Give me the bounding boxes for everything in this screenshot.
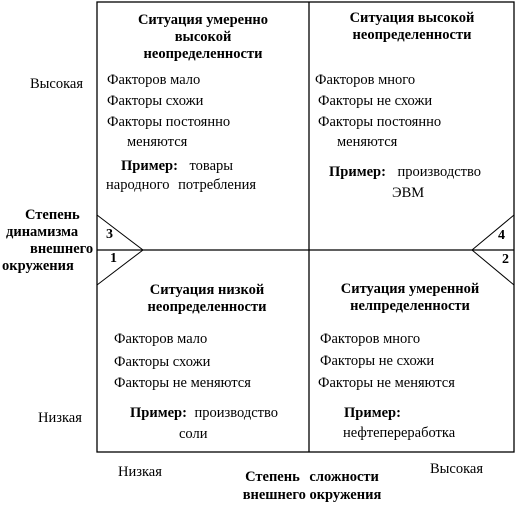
factor-line: Факторы схожи	[107, 93, 204, 109]
quadrant-number-2: 2	[502, 252, 509, 267]
factor-line: Факторы не схожи	[320, 353, 435, 369]
example-text: производство	[194, 405, 279, 421]
example-label: Пример:	[329, 164, 386, 180]
example-label: Пример:	[344, 405, 401, 421]
x-axis-title-line-2: внешнего окружения	[242, 487, 382, 503]
example-label: Пример:	[130, 405, 187, 421]
factor-line: Факторов много	[320, 331, 421, 347]
quadrant-bottom-right: Ситуация умеренной нелпределенности	[312, 281, 508, 315]
x-axis-low-label: Низкая	[118, 464, 162, 480]
factor-line: Факторов много	[315, 72, 416, 88]
example-line: Пример: производство	[130, 404, 278, 423]
example-line: Пример: товары	[121, 157, 233, 176]
quadrant-title-line: нелпределенности	[350, 298, 470, 314]
quadrant-top-right: Ситуация высокой неопределенности	[310, 10, 514, 44]
example-text: товары	[189, 158, 234, 174]
factor-line: Факторов мало	[114, 331, 208, 347]
factor-line: Факторов мало	[107, 72, 201, 88]
quadrant-number-1: 1	[110, 251, 117, 266]
y-axis-low-label: Низкая	[38, 410, 82, 426]
quadrant-title: Ситуация умеренно высокой неопределеннос…	[98, 12, 308, 63]
example-label: Пример:	[121, 158, 178, 174]
example-text: нефтепереработка	[343, 425, 456, 441]
quadrant-title: Ситуация умеренной нелпределенности	[312, 281, 508, 315]
quadrant-title-line: неопределенности	[352, 27, 472, 43]
quadrant-bottom-left: Ситуация низкой неопределенности	[112, 282, 302, 316]
factor-line: Факторы постоянно	[318, 114, 442, 130]
y-axis-title-line-4: окружения	[2, 258, 74, 274]
factor-line: Факторы не схожи	[318, 93, 433, 109]
example-line: Пример: производство	[329, 163, 481, 182]
example-line: Пример:	[344, 404, 401, 423]
example-text: производство	[397, 164, 482, 180]
x-axis-high-label: Высокая	[430, 461, 484, 477]
factor-line: Факторы не меняются	[114, 375, 251, 391]
quadrant-title-line: высокой	[174, 29, 232, 45]
factor-line: Факторы не меняются	[318, 375, 455, 391]
quadrant-number-3: 3	[106, 227, 113, 242]
quadrant-title-line: Ситуация низкой	[149, 282, 265, 298]
y-axis-title-line-1: Степень	[25, 207, 80, 223]
y-axis-title: Степень динамизма внешнего окружения	[2, 207, 94, 275]
x-axis-title: Степень сложности внешнего окружения	[212, 468, 412, 504]
y-axis-title-line-3: внешнего	[30, 241, 94, 257]
quadrant-top-left: Ситуация умеренно высокой неопределеннос…	[98, 12, 308, 63]
quadrant-title: Ситуация высокой неопределенности	[310, 10, 514, 44]
example-text: ЭВМ	[392, 185, 425, 201]
y-axis-high-label: Высокая	[30, 76, 84, 92]
quadrant-title-line: Ситуация высокой	[349, 10, 475, 26]
quadrant-title-line: Ситуация умеренно	[137, 12, 269, 28]
left-triangle-marker	[96, 214, 144, 286]
x-axis-title-line-1: Степень сложности	[245, 469, 379, 485]
y-axis-title-line-2: динамизма	[6, 224, 79, 240]
matrix-border	[96, 1, 515, 453]
factor-line: Факторы постоянно	[107, 114, 231, 130]
quadrant-title: Ситуация низкой неопределенности	[112, 282, 302, 316]
quadrant-title-line: Ситуация умеренной	[340, 281, 480, 297]
quadrant-title-line: неопределенности	[143, 46, 263, 62]
factor-line: меняются	[127, 134, 188, 150]
right-triangle-marker	[471, 214, 515, 286]
example-text: народного потребления	[106, 177, 257, 193]
factor-line: Факторы схожи	[114, 354, 211, 370]
example-text: соли	[179, 426, 208, 442]
quadrant-number-4: 4	[498, 228, 505, 243]
quadrant-title-line: неопределенности	[147, 299, 267, 315]
factor-line: меняются	[337, 134, 398, 150]
